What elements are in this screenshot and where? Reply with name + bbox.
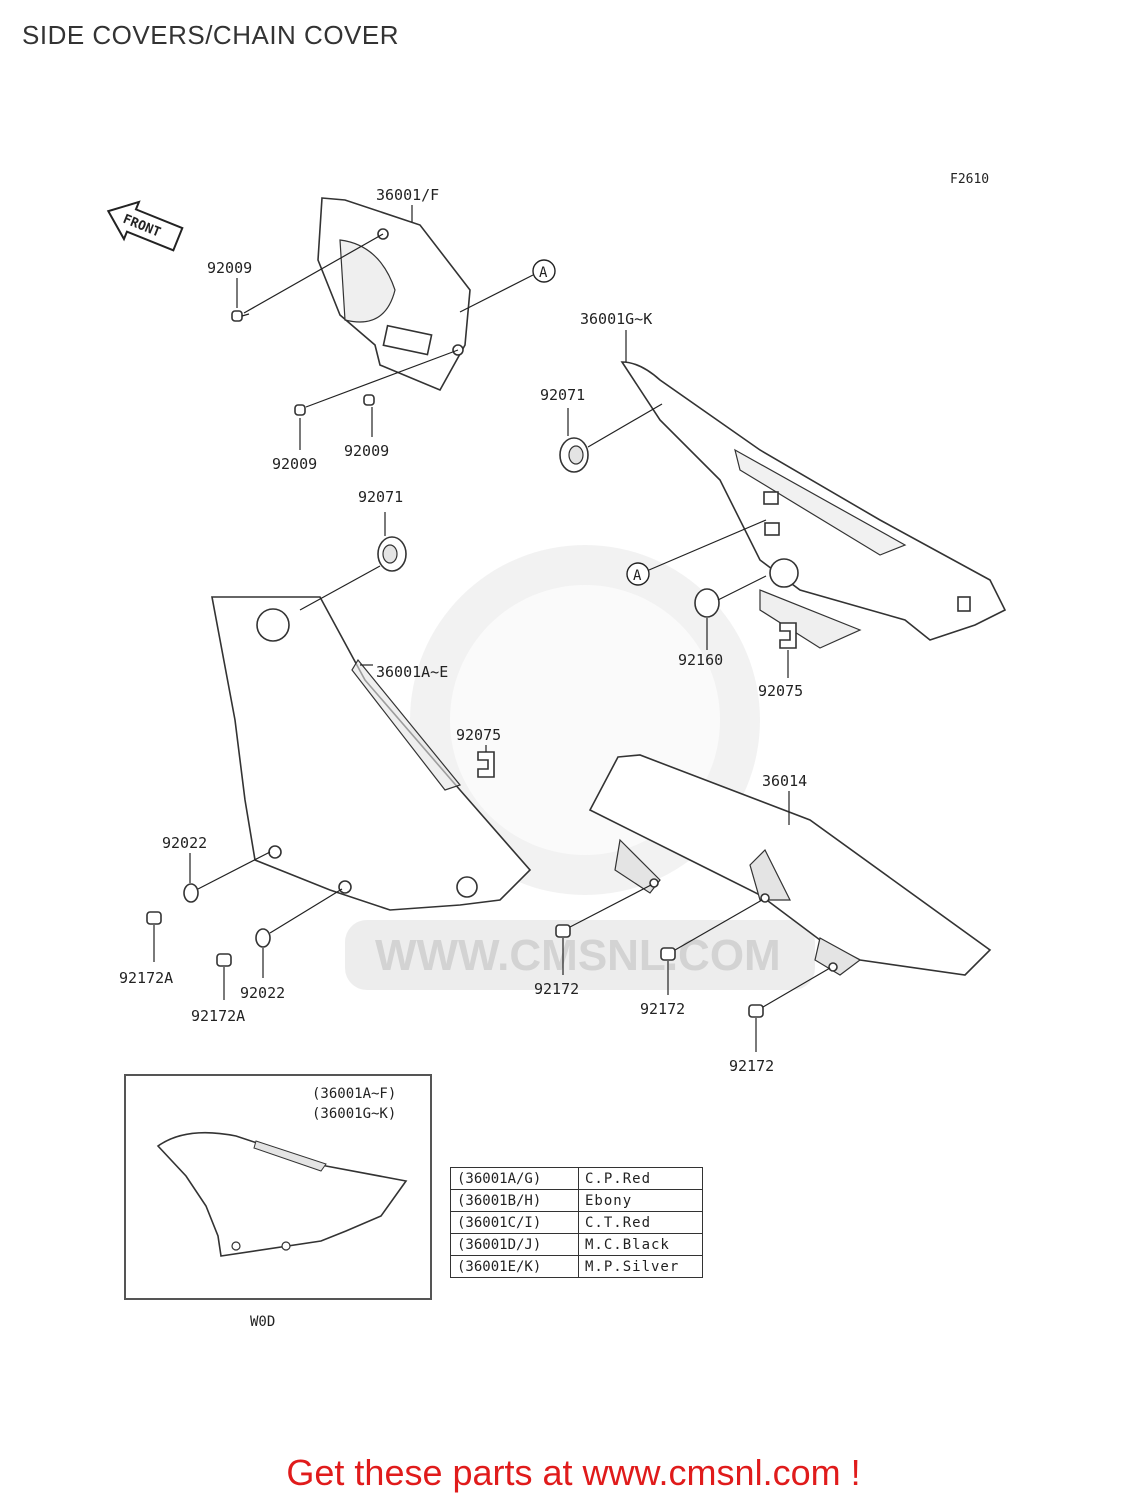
label-92075: 92075 (456, 726, 501, 744)
bolt-icon (555, 924, 571, 938)
watermark-text: WWW.CMSNL.COM (375, 931, 781, 980)
part-left-side-cover (211, 596, 532, 911)
inset-line-2: (36001G~K) (312, 1106, 397, 1122)
label-92075: 92075 (758, 682, 803, 700)
screw-icon (294, 404, 306, 416)
svg-text:A: A (539, 265, 548, 281)
table-cell-code: (36001D/J) (450, 1233, 579, 1256)
label-92071: 92071 (540, 386, 585, 404)
bolt-icon (660, 947, 676, 961)
bolt-icon (146, 911, 162, 925)
label-92009: 92009 (344, 442, 389, 460)
page-title: SIDE COVERS/CHAIN COVER (22, 20, 400, 50)
table-row: (36001E/K) M.P.Silver (450, 1255, 703, 1278)
clip-icon (779, 622, 797, 649)
washer-icon (183, 883, 199, 903)
washer-icon (255, 928, 271, 948)
grommet-icon (377, 536, 407, 572)
label-92009: 92009 (207, 259, 252, 277)
screw-icon (231, 310, 250, 322)
table-cell-color: C.T.Red (578, 1211, 703, 1234)
part-chain-cover (588, 754, 992, 976)
label-92009: 92009 (272, 455, 317, 473)
figure-code: F2610 (950, 172, 990, 187)
label-92172: 92172 (534, 980, 579, 998)
part-right-side-cover (620, 361, 1007, 649)
label-92160: 92160 (678, 651, 723, 669)
table-row: (36001B/H) Ebony (450, 1189, 703, 1212)
table-cell-color: M.C.Black (578, 1233, 703, 1256)
label-36001a-e: 36001A~E (376, 663, 448, 681)
screw-icon (363, 394, 375, 406)
label-92022: 92022 (162, 834, 207, 852)
label-92022: 92022 (240, 984, 285, 1002)
label-92172a: 92172A (191, 1007, 245, 1025)
color-table: (36001A/G) C.P.Red (36001B/H) Ebony (360… (450, 1167, 703, 1278)
label-36014: 36014 (762, 772, 807, 790)
parts-diagram: WWW.CMSNL.COM FRONT (106, 186, 1007, 1075)
grommet-icon (559, 437, 589, 473)
label-92071: 92071 (358, 488, 403, 506)
table-cell-code: (36001C/I) (450, 1211, 579, 1234)
part-labels: 36001/F 92009 92009 92009 36001G~K 92071… (119, 186, 807, 1075)
svg-text:A: A (633, 568, 642, 584)
inset-cover-drawing (156, 1131, 408, 1257)
hardware (146, 310, 797, 1018)
table-cell-code: (36001A/G) (450, 1167, 579, 1190)
label-36001-f: 36001/F (376, 186, 439, 204)
label-92172: 92172 (640, 1000, 685, 1018)
inset-line-1: (36001A~F) (312, 1086, 397, 1102)
grommet-icon (694, 588, 720, 618)
leader-lines (153, 205, 831, 1052)
bolt-icon (216, 953, 232, 967)
bolt-icon (748, 1004, 764, 1018)
label-92172: 92172 (729, 1057, 774, 1075)
label-92172a: 92172A (119, 969, 173, 987)
inset-w0d: (36001A~F) (36001G~K) (124, 1074, 432, 1300)
front-arrow-icon: FRONT (106, 200, 184, 252)
callout-a-upper: A (532, 259, 556, 283)
table-cell-color: Ebony (578, 1189, 703, 1212)
table-row: (36001D/J) M.C.Black (450, 1233, 703, 1256)
table-row: (36001A/G) C.P.Red (450, 1167, 703, 1190)
part-chain-cover-upper (317, 197, 471, 392)
table-cell-code: (36001E/K) (450, 1255, 579, 1278)
table-cell-color: C.P.Red (578, 1167, 703, 1190)
table-row: (36001C/I) C.T.Red (450, 1211, 703, 1234)
callout-a-lower: A (626, 562, 650, 586)
label-36001g-k: 36001G~K (580, 310, 652, 328)
clip-icon (477, 751, 495, 778)
inset-caption: W0D (250, 1314, 276, 1330)
footer-link[interactable]: Get these parts at www.cmsnl.com ! (286, 1452, 861, 1493)
table-cell-code: (36001B/H) (450, 1189, 579, 1212)
table-cell-color: M.P.Silver (578, 1255, 703, 1278)
